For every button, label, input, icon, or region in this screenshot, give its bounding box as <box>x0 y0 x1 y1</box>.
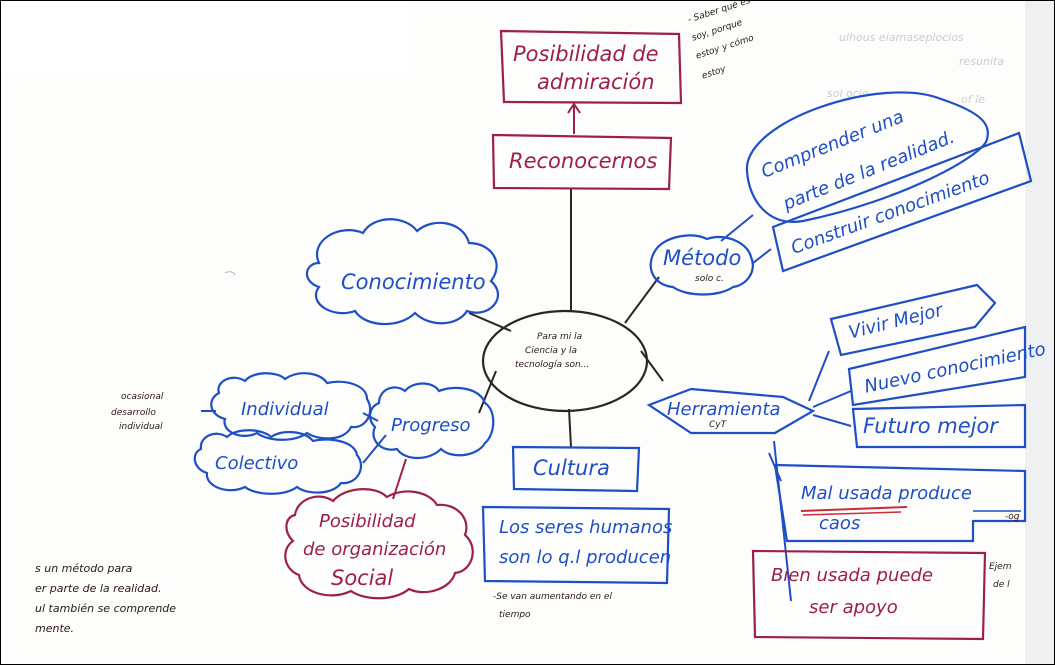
progreso-label: Progreso <box>391 415 471 436</box>
metodo-cloud <box>649 234 754 296</box>
comprender-shape <box>745 91 989 223</box>
colectivo-cloud <box>193 429 363 495</box>
organizacion-line-2: de organización <box>303 539 447 560</box>
stray-mark <box>224 271 236 276</box>
futuro-mejor-shape <box>851 403 1027 449</box>
underline-2 <box>802 511 902 516</box>
futuro-mejor-label: Futuro mejor <box>863 414 998 438</box>
seres-line-2: son lo q.l producen <box>499 547 672 568</box>
seres-line-1: Los seres humanos <box>499 517 673 538</box>
bien-usada-note-2: de l <box>993 580 1010 590</box>
mal-usada-note: -og <box>1005 512 1020 522</box>
individual-note-3: individual <box>119 422 163 432</box>
center-line-3: tecnología son... <box>515 360 590 370</box>
metodo-label: Método <box>663 246 742 270</box>
connectors <box>468 189 664 448</box>
seres-humanos-box <box>481 505 671 585</box>
fragment-line-1: s un método para <box>35 562 133 575</box>
organizacion-line-1: Posibilidad <box>319 511 416 532</box>
center-line-2: Ciencia y la <box>525 346 578 356</box>
fragment-line-4: mente. <box>35 622 75 635</box>
center-line-1: Para mi la <box>537 332 583 342</box>
bien-usada-line-1: Bien usada puede <box>771 565 933 586</box>
admiracion-line-2: admiración <box>537 70 655 94</box>
bien-usada-note-1: Ejem <box>989 562 1012 572</box>
organizacion-line-3: Social <box>331 566 394 590</box>
conocimiento-label: Conocimiento <box>341 270 486 294</box>
seres-note-2: tiempo <box>499 610 531 620</box>
underline <box>800 506 908 512</box>
admiracion-box <box>499 29 683 105</box>
svg-text:ulhous eiamaseplocios: ulhous eiamaseplocios <box>839 31 964 44</box>
metodo-note: solo c. <box>695 274 724 284</box>
construir-box <box>771 131 1033 273</box>
organizacion-cloud <box>284 488 474 600</box>
mal-usada-line-2: caos <box>819 513 861 534</box>
conocimiento-cloud <box>305 218 499 326</box>
admiracion-line-1: Posibilidad de <box>513 42 659 66</box>
mal-usada-line-1: Mal usada produce <box>801 483 972 504</box>
individual-label: Individual <box>241 399 329 420</box>
arrow-up <box>567 102 581 134</box>
individual-note-2: desarrollo <box>111 408 156 418</box>
fragment-line-2: er parte de la realidad. <box>35 582 162 595</box>
bien-usada-line-2: ser apoyo <box>809 597 898 618</box>
colectivo-label: Colectivo <box>215 453 299 474</box>
page-edge <box>1025 1 1054 664</box>
herramienta-shape <box>646 387 816 435</box>
seres-note-1: -Se van aumentando en el <box>493 592 612 602</box>
blank-patch <box>1 1 409 73</box>
mal-usada-shape <box>773 463 1027 543</box>
herramienta-note: CyT <box>709 420 727 430</box>
progreso-cloud <box>369 382 495 460</box>
individual-note-1: ocasional <box>121 392 164 402</box>
herramienta-label: Herramienta <box>667 399 781 420</box>
vivir-mejor-shape <box>829 283 997 357</box>
bien-usada-box <box>751 549 987 641</box>
reconocernos-label: Reconocernos <box>509 149 658 173</box>
center-ellipse <box>481 309 649 413</box>
nuevo-conocimiento-shape <box>847 325 1027 407</box>
cultura-label: Cultura <box>533 456 610 480</box>
reconocernos-box <box>491 133 673 191</box>
bleed-through-text: ulhous eiamaseplocios resunita sol ocio … <box>827 31 1004 106</box>
fragment-line-3: ul también se comprende <box>35 602 177 615</box>
svg-text:of le: of le <box>961 93 985 106</box>
svg-text:resunita: resunita <box>959 55 1004 68</box>
cultura-box <box>511 445 641 493</box>
